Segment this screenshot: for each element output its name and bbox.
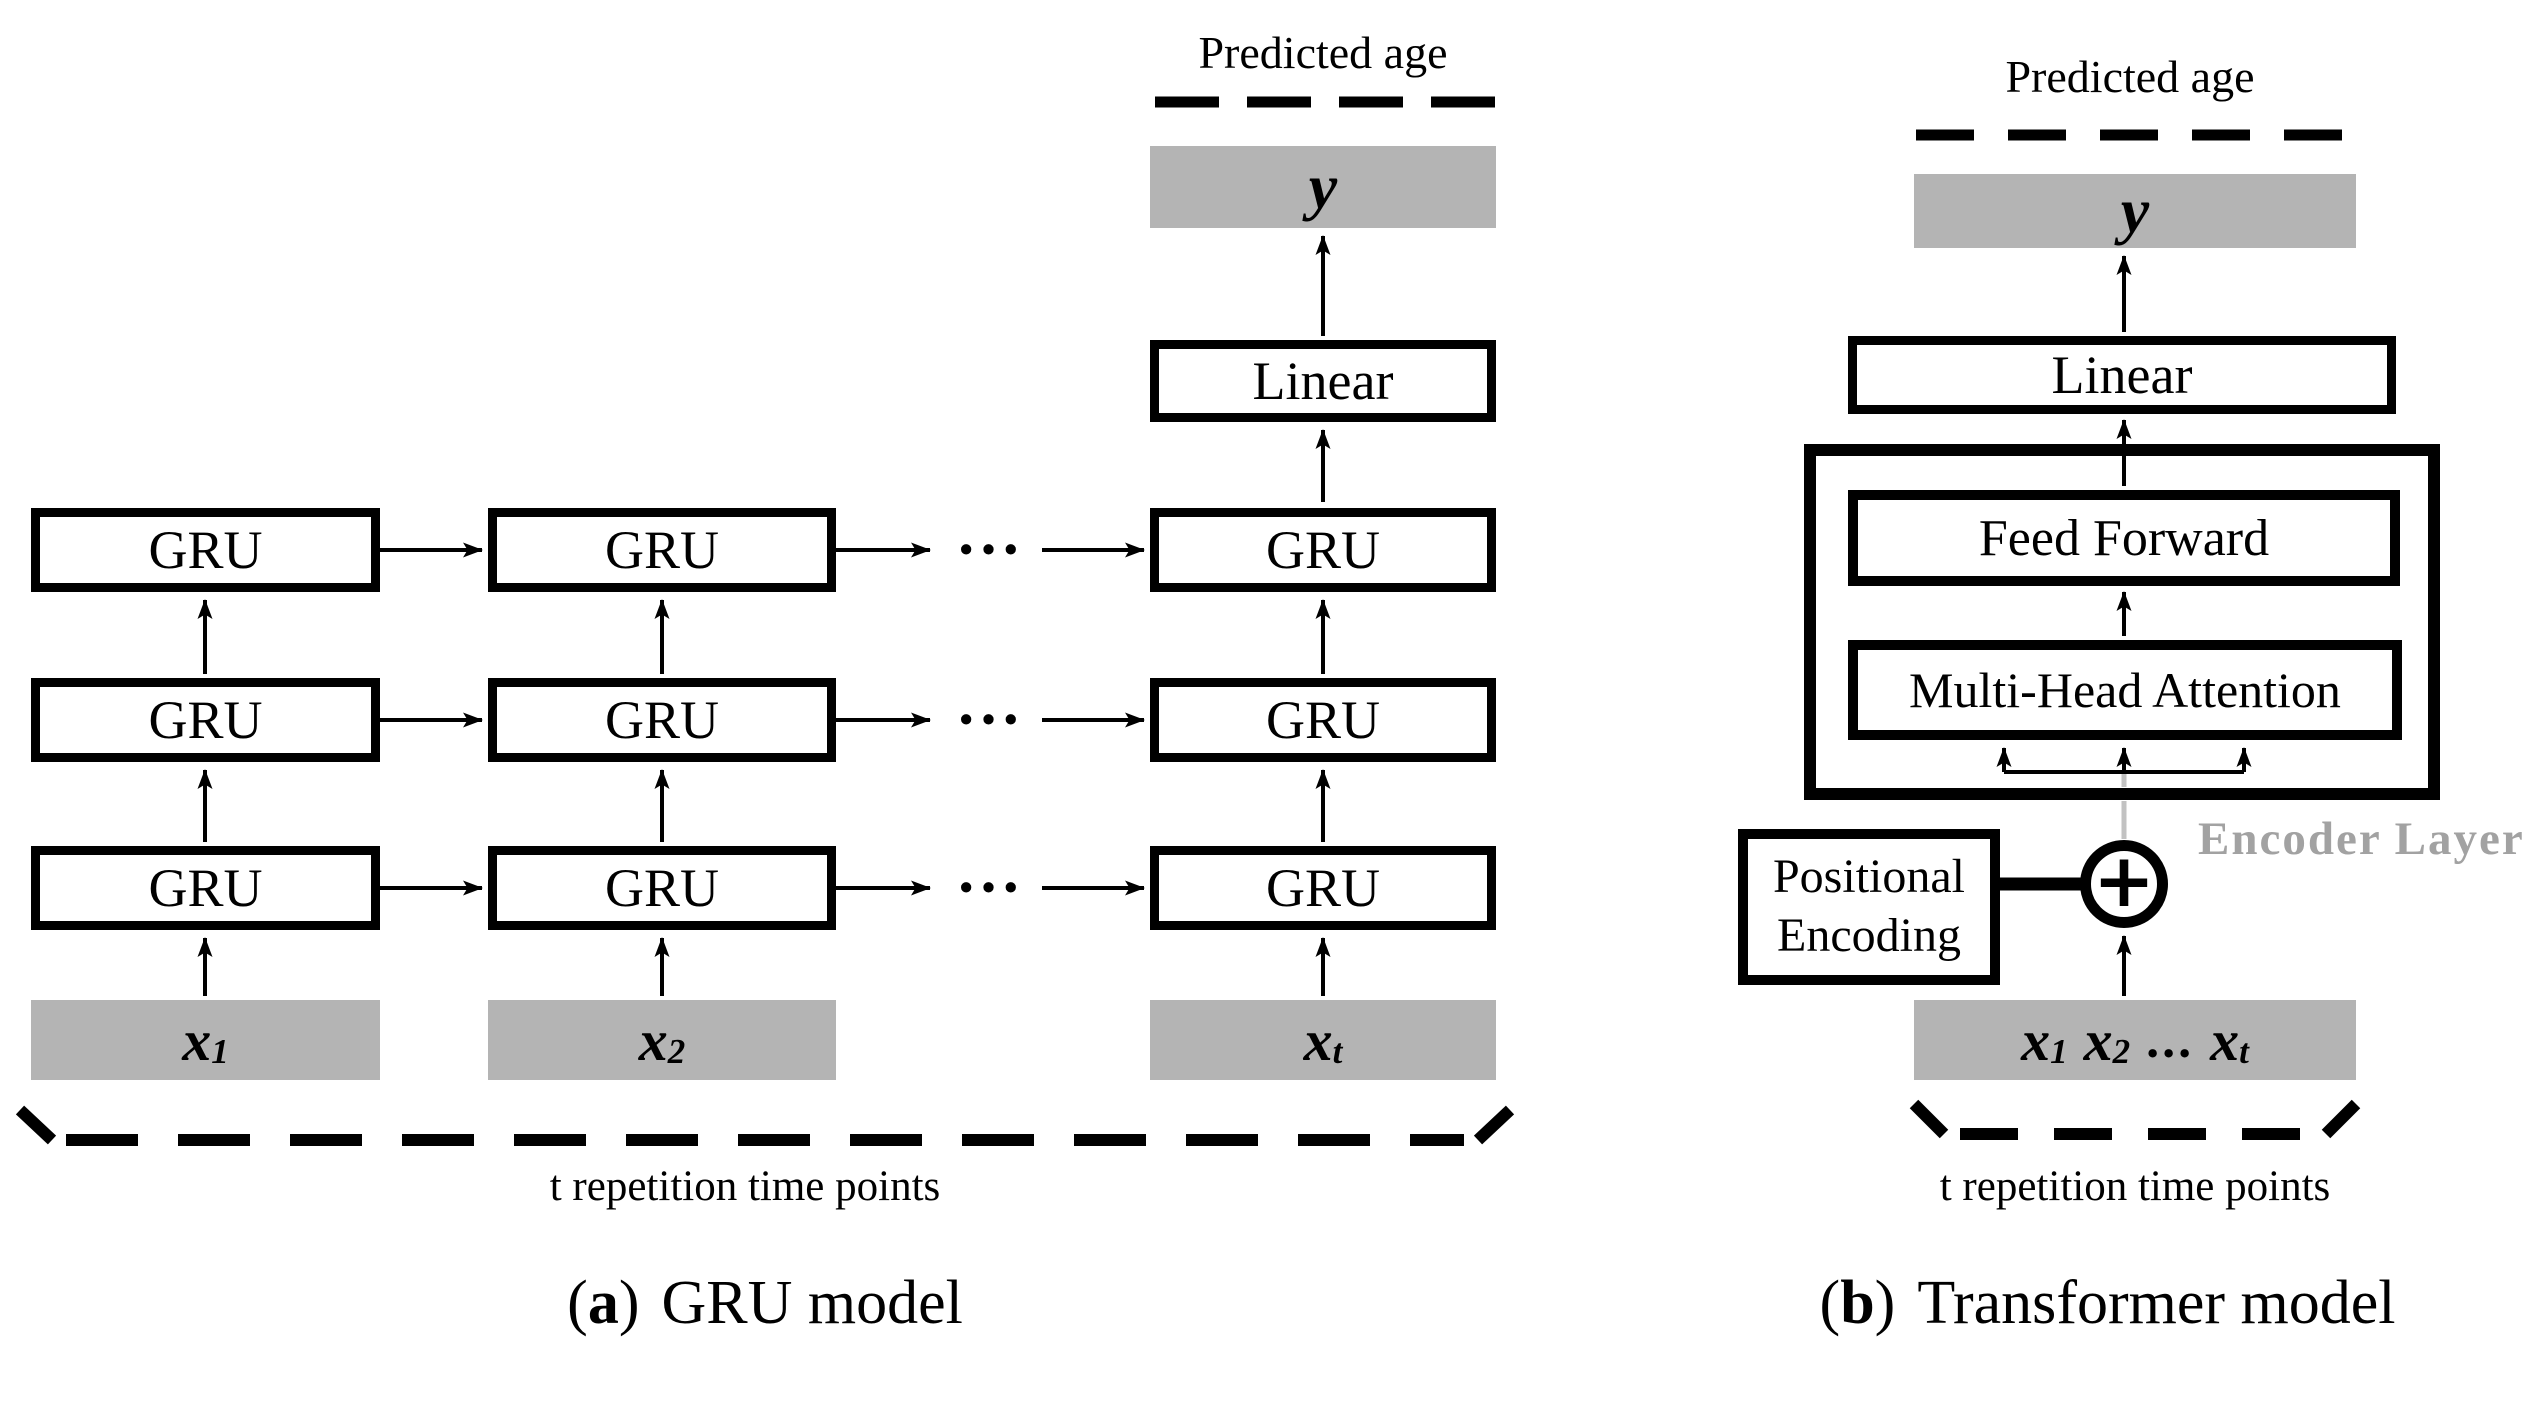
positional-encoding-box: Positional Encoding <box>1738 829 2000 985</box>
left-brace-label: t repetition time points <box>549 1163 941 1210</box>
right-brace-label: t repetition time points <box>1939 1163 2331 1210</box>
gru-box-r2c2: GRU <box>488 678 836 762</box>
row2-ellipsis: ••• <box>959 699 1027 741</box>
gru-box-r1c1: GRU <box>31 508 380 592</box>
tok2-sub: 2 <box>2112 1031 2131 1071</box>
gru-box-r1c3-text: GRU <box>1265 520 1380 580</box>
right-output-y-text: y <box>2120 175 2150 246</box>
token-ellipsis: ... <box>2146 1011 2195 1069</box>
gru-box-r3c1-text: GRU <box>148 858 263 918</box>
gru-box-r1c1-text: GRU <box>148 520 263 580</box>
right-caption-text: Transformer model <box>1917 1269 2396 1337</box>
right-caption: (b) Transformer model <box>1690 1268 2525 1339</box>
left-caption-text: GRU model <box>661 1269 963 1337</box>
left-linear-text: Linear <box>1252 351 1394 411</box>
left-caption-open: ( <box>567 1269 588 1337</box>
gru-box-r1c2-text: GRU <box>604 520 719 580</box>
gru-box-r2c1-text: GRU <box>148 690 263 750</box>
tok3-base: x <box>2210 1007 2240 1073</box>
multi-head-attention-box: Multi-Head Attention <box>1848 640 2402 740</box>
tok1-base: x <box>2021 1007 2051 1073</box>
gru-box-r1c2: GRU <box>488 508 836 592</box>
feed-forward-text: Feed Forward <box>1978 509 2270 567</box>
right-predicted-age-label: Predicted age <box>2005 51 2255 102</box>
left-predicted-age-label: Predicted age <box>1198 27 1448 78</box>
right-linear-box: Linear <box>1848 336 2396 414</box>
left-caption-letter: a <box>587 1269 619 1337</box>
right-output-y-box: y <box>1914 174 2356 248</box>
x2-sub: 2 <box>667 1031 686 1071</box>
gru-box-r2c3: GRU <box>1150 678 1496 762</box>
gru-box-r2c3-text: GRU <box>1265 690 1380 750</box>
positional-encoding-line2: Encoding <box>1777 909 1961 962</box>
right-caption-close: ) <box>1874 1269 1896 1337</box>
left-caption-close: ) <box>618 1269 640 1337</box>
positional-encoding-text: Positional Encoding <box>1773 848 1965 965</box>
gru-box-r3c3-text: GRU <box>1265 858 1380 918</box>
feed-forward-box: Feed Forward <box>1848 490 2400 586</box>
left-output-y-box: y <box>1150 146 1496 228</box>
gru-box-r2c2-text: GRU <box>604 690 719 750</box>
gru-box-r3c1: GRU <box>31 846 380 930</box>
gru-box-r3c2: GRU <box>488 846 836 930</box>
add-positional-encoding-node: + <box>2080 840 2168 928</box>
right-caption-letter: b <box>1840 1269 1875 1337</box>
gru-box-r3c3: GRU <box>1150 846 1496 930</box>
plus-icon: + <box>2092 838 2155 924</box>
gru-box-r1c3: GRU <box>1150 508 1496 592</box>
x1-base: x <box>182 1007 212 1073</box>
row1-ellipsis: ••• <box>959 529 1027 571</box>
gru-box-r2c1: GRU <box>31 678 380 762</box>
positional-encoding-line1: Positional <box>1772 850 1966 904</box>
multi-head-attention-text: Multi-Head Attention <box>1909 662 2341 718</box>
left-output-y-text: y <box>1308 151 1338 222</box>
row3-ellipsis: ••• <box>959 867 1027 909</box>
gru-box-r3c2-text: GRU <box>604 858 719 918</box>
xt-sub: t <box>1332 1031 1343 1071</box>
left-caption: (a) GRU model <box>15 1268 1515 1339</box>
xt-base: x <box>1303 1007 1333 1073</box>
tok3-sub: t <box>2239 1031 2249 1071</box>
right-linear-text: Linear <box>2051 345 2193 405</box>
left-linear-box: Linear <box>1150 340 1496 422</box>
x2-base: x <box>638 1007 668 1073</box>
x1-sub: 1 <box>211 1031 229 1071</box>
tok2-base: x <box>2083 1007 2113 1073</box>
encoder-layer-label: Encoder Layer <box>2198 813 2525 865</box>
right-caption-open: ( <box>1819 1269 1841 1337</box>
tok1-sub: 1 <box>2050 1031 2068 1071</box>
